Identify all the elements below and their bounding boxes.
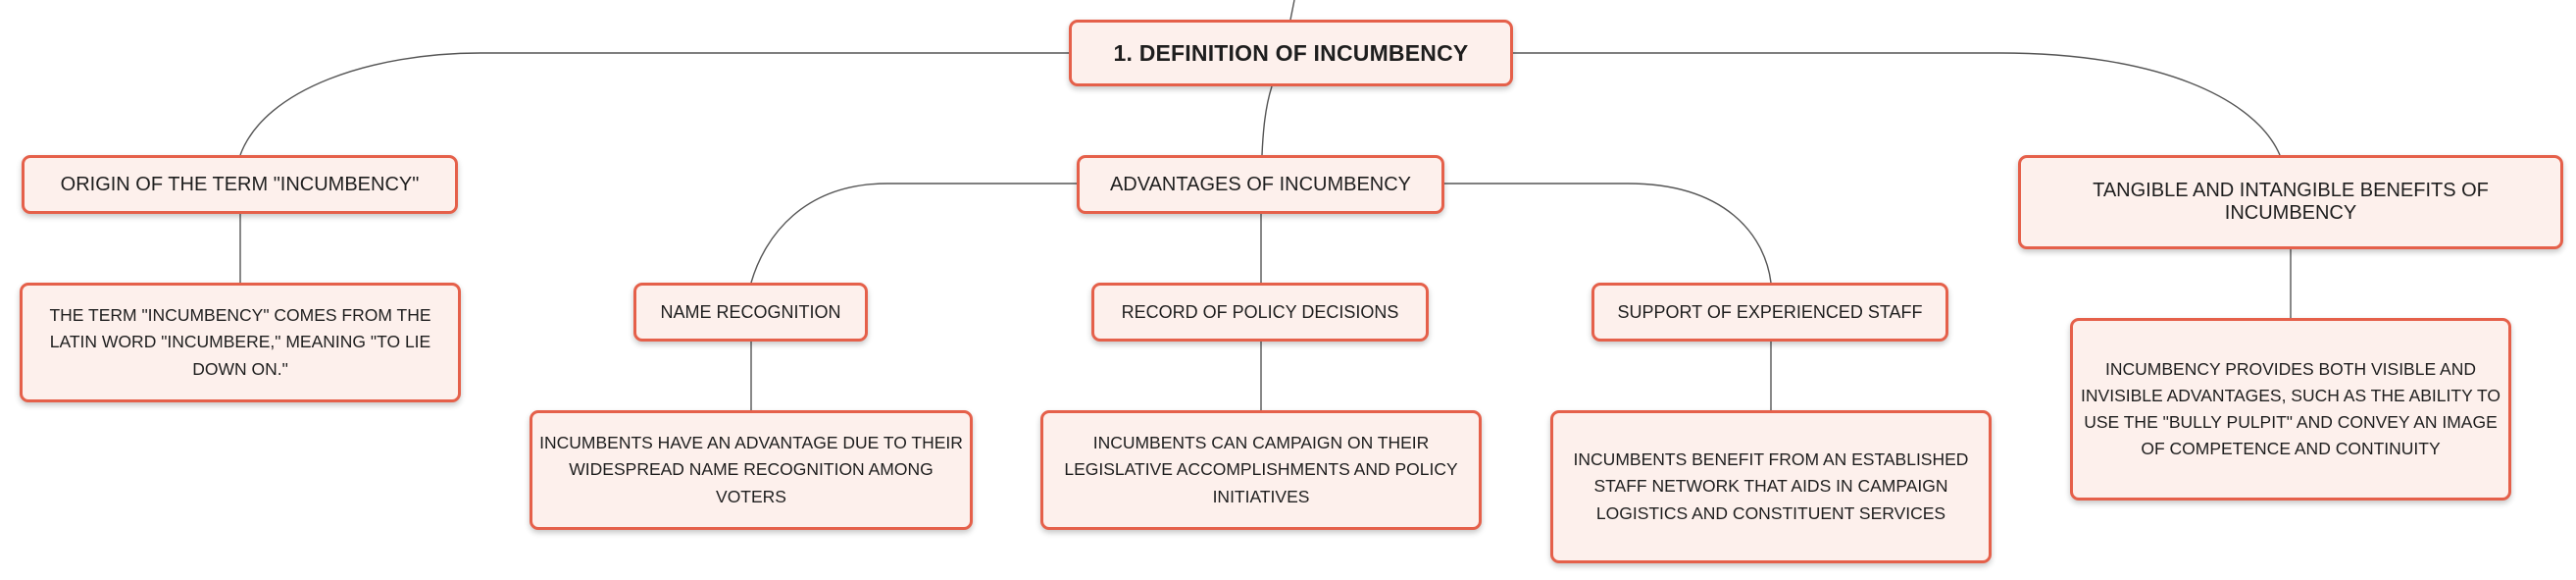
policy-record-label: RECORD OF POLICY DECISIONS (1121, 301, 1399, 322)
name-recognition-node[interactable]: NAME RECOGNITION (633, 283, 868, 342)
policy-record-detail-node[interactable]: INCUMBENTS CAN CAMPAIGN ON THEIR LEGISLA… (1040, 410, 1482, 530)
name-recognition-detail-text: INCUMBENTS HAVE AN ADVANTAGE DUE TO THEI… (539, 433, 963, 506)
root-label: 1. DEFINITION OF INCUMBENCY (1113, 39, 1469, 66)
name-recognition-detail-node[interactable]: INCUMBENTS HAVE AN ADVANTAGE DUE TO THEI… (530, 410, 973, 530)
connector-root-benefits (1513, 52, 2281, 156)
benefits-detail-text: INCUMBENCY PROVIDES BOTH VISIBLE AND INV… (2081, 358, 2500, 459)
policy-record-node[interactable]: RECORD OF POLICY DECISIONS (1091, 283, 1429, 342)
experienced-staff-detail-node[interactable]: INCUMBENTS BENEFIT FROM AN ESTABLISHED S… (1550, 410, 1992, 563)
experienced-staff-label: SUPPORT OF EXPERIENCED STAFF (1617, 301, 1923, 322)
connector-root-parent (1289, 0, 1295, 21)
name-recognition-label: NAME RECOGNITION (660, 301, 841, 322)
connector-root-origin (239, 52, 1069, 156)
origin-label: ORIGIN OF THE TERM "INCUMBENCY" (60, 173, 420, 195)
experienced-staff-detail-text: INCUMBENTS BENEFIT FROM AN ESTABLISHED S… (1573, 449, 1969, 523)
advantages-node[interactable]: ADVANTAGES OF INCUMBENCY (1077, 155, 1444, 214)
experienced-staff-node[interactable]: SUPPORT OF EXPERIENCED STAFF (1591, 283, 1948, 342)
origin-detail-node[interactable]: THE TERM "INCUMBENCY" COMES FROM THE LAT… (20, 283, 461, 402)
connector-root-advantages (1261, 85, 1273, 156)
benefits-detail-node[interactable]: INCUMBENCY PROVIDES BOTH VISIBLE AND INV… (2070, 318, 2511, 501)
advantages-label: ADVANTAGES OF INCUMBENCY (1109, 173, 1412, 195)
origin-detail-text: THE TERM "INCUMBENCY" COMES FROM THE LAT… (49, 305, 431, 379)
root-node[interactable]: 1. DEFINITION OF INCUMBENCY (1069, 20, 1513, 86)
connector-adv-name (750, 183, 1077, 284)
policy-record-detail-text: INCUMBENTS CAN CAMPAIGN ON THEIR LEGISLA… (1064, 433, 1458, 506)
benefits-label: TANGIBLE AND INTANGIBLE BENEFITS OF INCU… (2093, 180, 2489, 224)
connector-adv-staff (1444, 183, 1772, 284)
benefits-node[interactable]: TANGIBLE AND INTANGIBLE BENEFITS OF INCU… (2018, 155, 2563, 249)
origin-node[interactable]: ORIGIN OF THE TERM "INCUMBENCY" (22, 155, 458, 214)
